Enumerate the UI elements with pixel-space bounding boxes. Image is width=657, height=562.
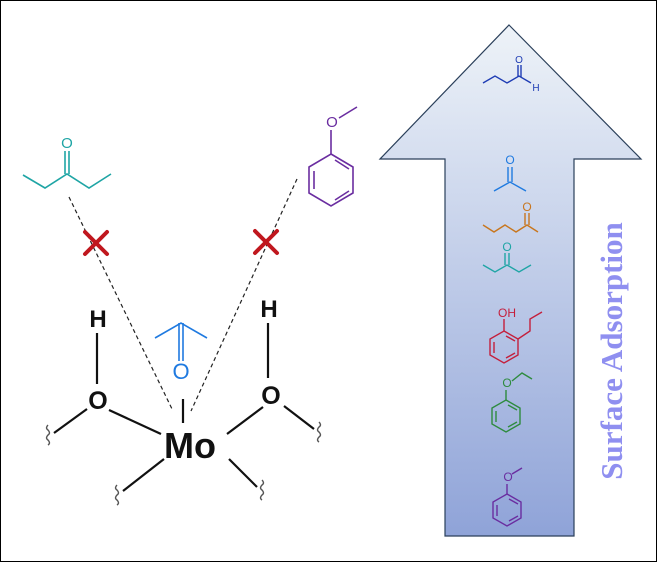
- svg-text:O: O: [502, 376, 511, 390]
- metal-center-mo: Mo: [164, 425, 216, 466]
- svg-text:O: O: [503, 470, 512, 484]
- molecule-anisole-top: O: [308, 106, 358, 207]
- molecule-acetone: O: [493, 153, 527, 192]
- molecule-2-pentanone: O: [482, 200, 539, 233]
- surface-bonds: [45, 421, 322, 506]
- surface-adsorption-label: Surface Adsorption: [594, 222, 629, 480]
- molecule-phenetole: O: [491, 372, 533, 433]
- molecule-acetone-bound: O: [154, 322, 208, 384]
- svg-text:O: O: [61, 135, 73, 152]
- blocked-cross-left: [83, 230, 109, 256]
- approach-lines: [68, 178, 298, 412]
- molecule-anisole: O: [492, 467, 523, 527]
- hydroxyl-label: OH: [498, 306, 516, 320]
- svg-text:H: H: [532, 83, 539, 94]
- svg-text:O: O: [505, 153, 514, 167]
- surface-adsorption-arrow: [378, 24, 643, 537]
- svg-text:O: O: [502, 240, 511, 254]
- molecule-3-pentanone-left: O: [22, 135, 112, 189]
- blocked-cross-right: [253, 229, 279, 255]
- svg-text:O: O: [522, 200, 531, 214]
- svg-text:O: O: [326, 114, 338, 131]
- molecule-butanal: O H: [482, 55, 540, 94]
- svg-text:O: O: [515, 55, 523, 66]
- hydroxyl-h-left: H: [89, 306, 106, 333]
- mo-active-site: [53, 323, 315, 492]
- hydroxyl-h-right: H: [260, 296, 277, 323]
- hydroxyl-o-right: O: [261, 382, 280, 410]
- molecule-3-pentanone: O: [482, 240, 532, 273]
- molecule-2-propylphenol: OH: [489, 306, 543, 364]
- hydroxyl-o-left: O: [88, 387, 107, 415]
- svg-text:O: O: [172, 359, 189, 384]
